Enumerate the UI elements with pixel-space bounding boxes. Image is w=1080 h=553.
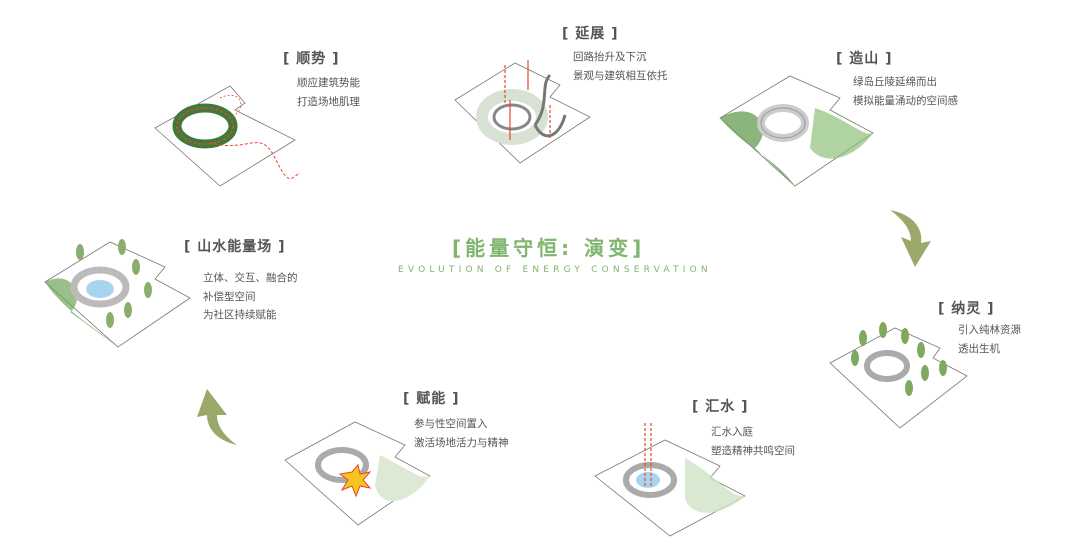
- stage-title-zaoshan: [ 造山 ]: [836, 51, 893, 67]
- desc-line: 绿岛丘陵延绵而出: [853, 76, 937, 88]
- stage-zaoshan-plate: [719, 75, 874, 187]
- stage-title-shanshui: [ 山水能量场 ]: [184, 239, 286, 255]
- desc-line: 顺应建筑势能: [297, 77, 360, 89]
- diagram-subtitle: EVOLUTION OF ENERGY CONSERVATION: [398, 265, 712, 275]
- stage-title-funeng: [ 赋能 ]: [403, 391, 460, 407]
- stage-desc-huishui: 汇水入庭 塑造精神共鸣空间: [711, 423, 795, 460]
- desc-line: 引入纯林资源: [958, 324, 1021, 336]
- desc-line: 塑造精神共鸣空间: [711, 444, 795, 457]
- stage-funeng-plate: [284, 421, 431, 526]
- stage-title-shunshi: [ 顺势 ]: [283, 51, 340, 67]
- stage-title-huishui: [ 汇水 ]: [692, 399, 749, 415]
- desc-line: 汇水入庭: [711, 426, 753, 438]
- stage-desc-yanzhan: 回路抬升及下沉 景观与建筑相互依托: [573, 48, 668, 85]
- desc-line: 激活场地活力与精神: [414, 436, 509, 449]
- stage-yanzhan-plate: [454, 60, 591, 164]
- desc-line: 参与性空间置入: [414, 418, 488, 430]
- desc-line: 透出生机: [958, 342, 1000, 355]
- stage-huishui-plate: [594, 423, 746, 537]
- stage-shanshui-plate: [44, 239, 191, 348]
- desc-line: 立体、交互、融合的: [203, 272, 298, 284]
- diagram-title: [能量守恒: 演变]: [452, 236, 646, 260]
- stage-desc-zaoshan: 绿岛丘陵延绵而出 模拟能量涌动的空间感: [853, 73, 958, 110]
- desc-line: 补偿型空间: [203, 290, 256, 303]
- desc-line: 为社区持续赋能: [203, 309, 277, 321]
- stage-desc-funeng: 参与性空间置入 激活场地活力与精神: [414, 415, 509, 452]
- flow-arrow-down-icon: [890, 210, 931, 267]
- desc-line: 回路抬升及下沉: [573, 51, 647, 63]
- flow-arrow-up-icon: [197, 389, 237, 445]
- stage-desc-naling: 引入纯林资源 透出生机: [958, 321, 1021, 358]
- stage-naling-plate: [829, 322, 968, 429]
- desc-line: 景观与建筑相互依托: [573, 69, 668, 82]
- desc-line: 打造场地肌理: [297, 95, 360, 108]
- stage-shunshi-plate: [154, 85, 301, 187]
- stage-desc-shunshi: 顺应建筑势能 打造场地肌理: [297, 74, 360, 111]
- stage-title-yanzhan: [ 延展 ]: [562, 26, 619, 42]
- stage-desc-shanshui: 立体、交互、融合的 补偿型空间 为社区持续赋能: [203, 269, 298, 325]
- desc-line: 模拟能量涌动的空间感: [853, 94, 958, 107]
- stage-title-naling: [ 纳灵 ]: [938, 301, 995, 317]
